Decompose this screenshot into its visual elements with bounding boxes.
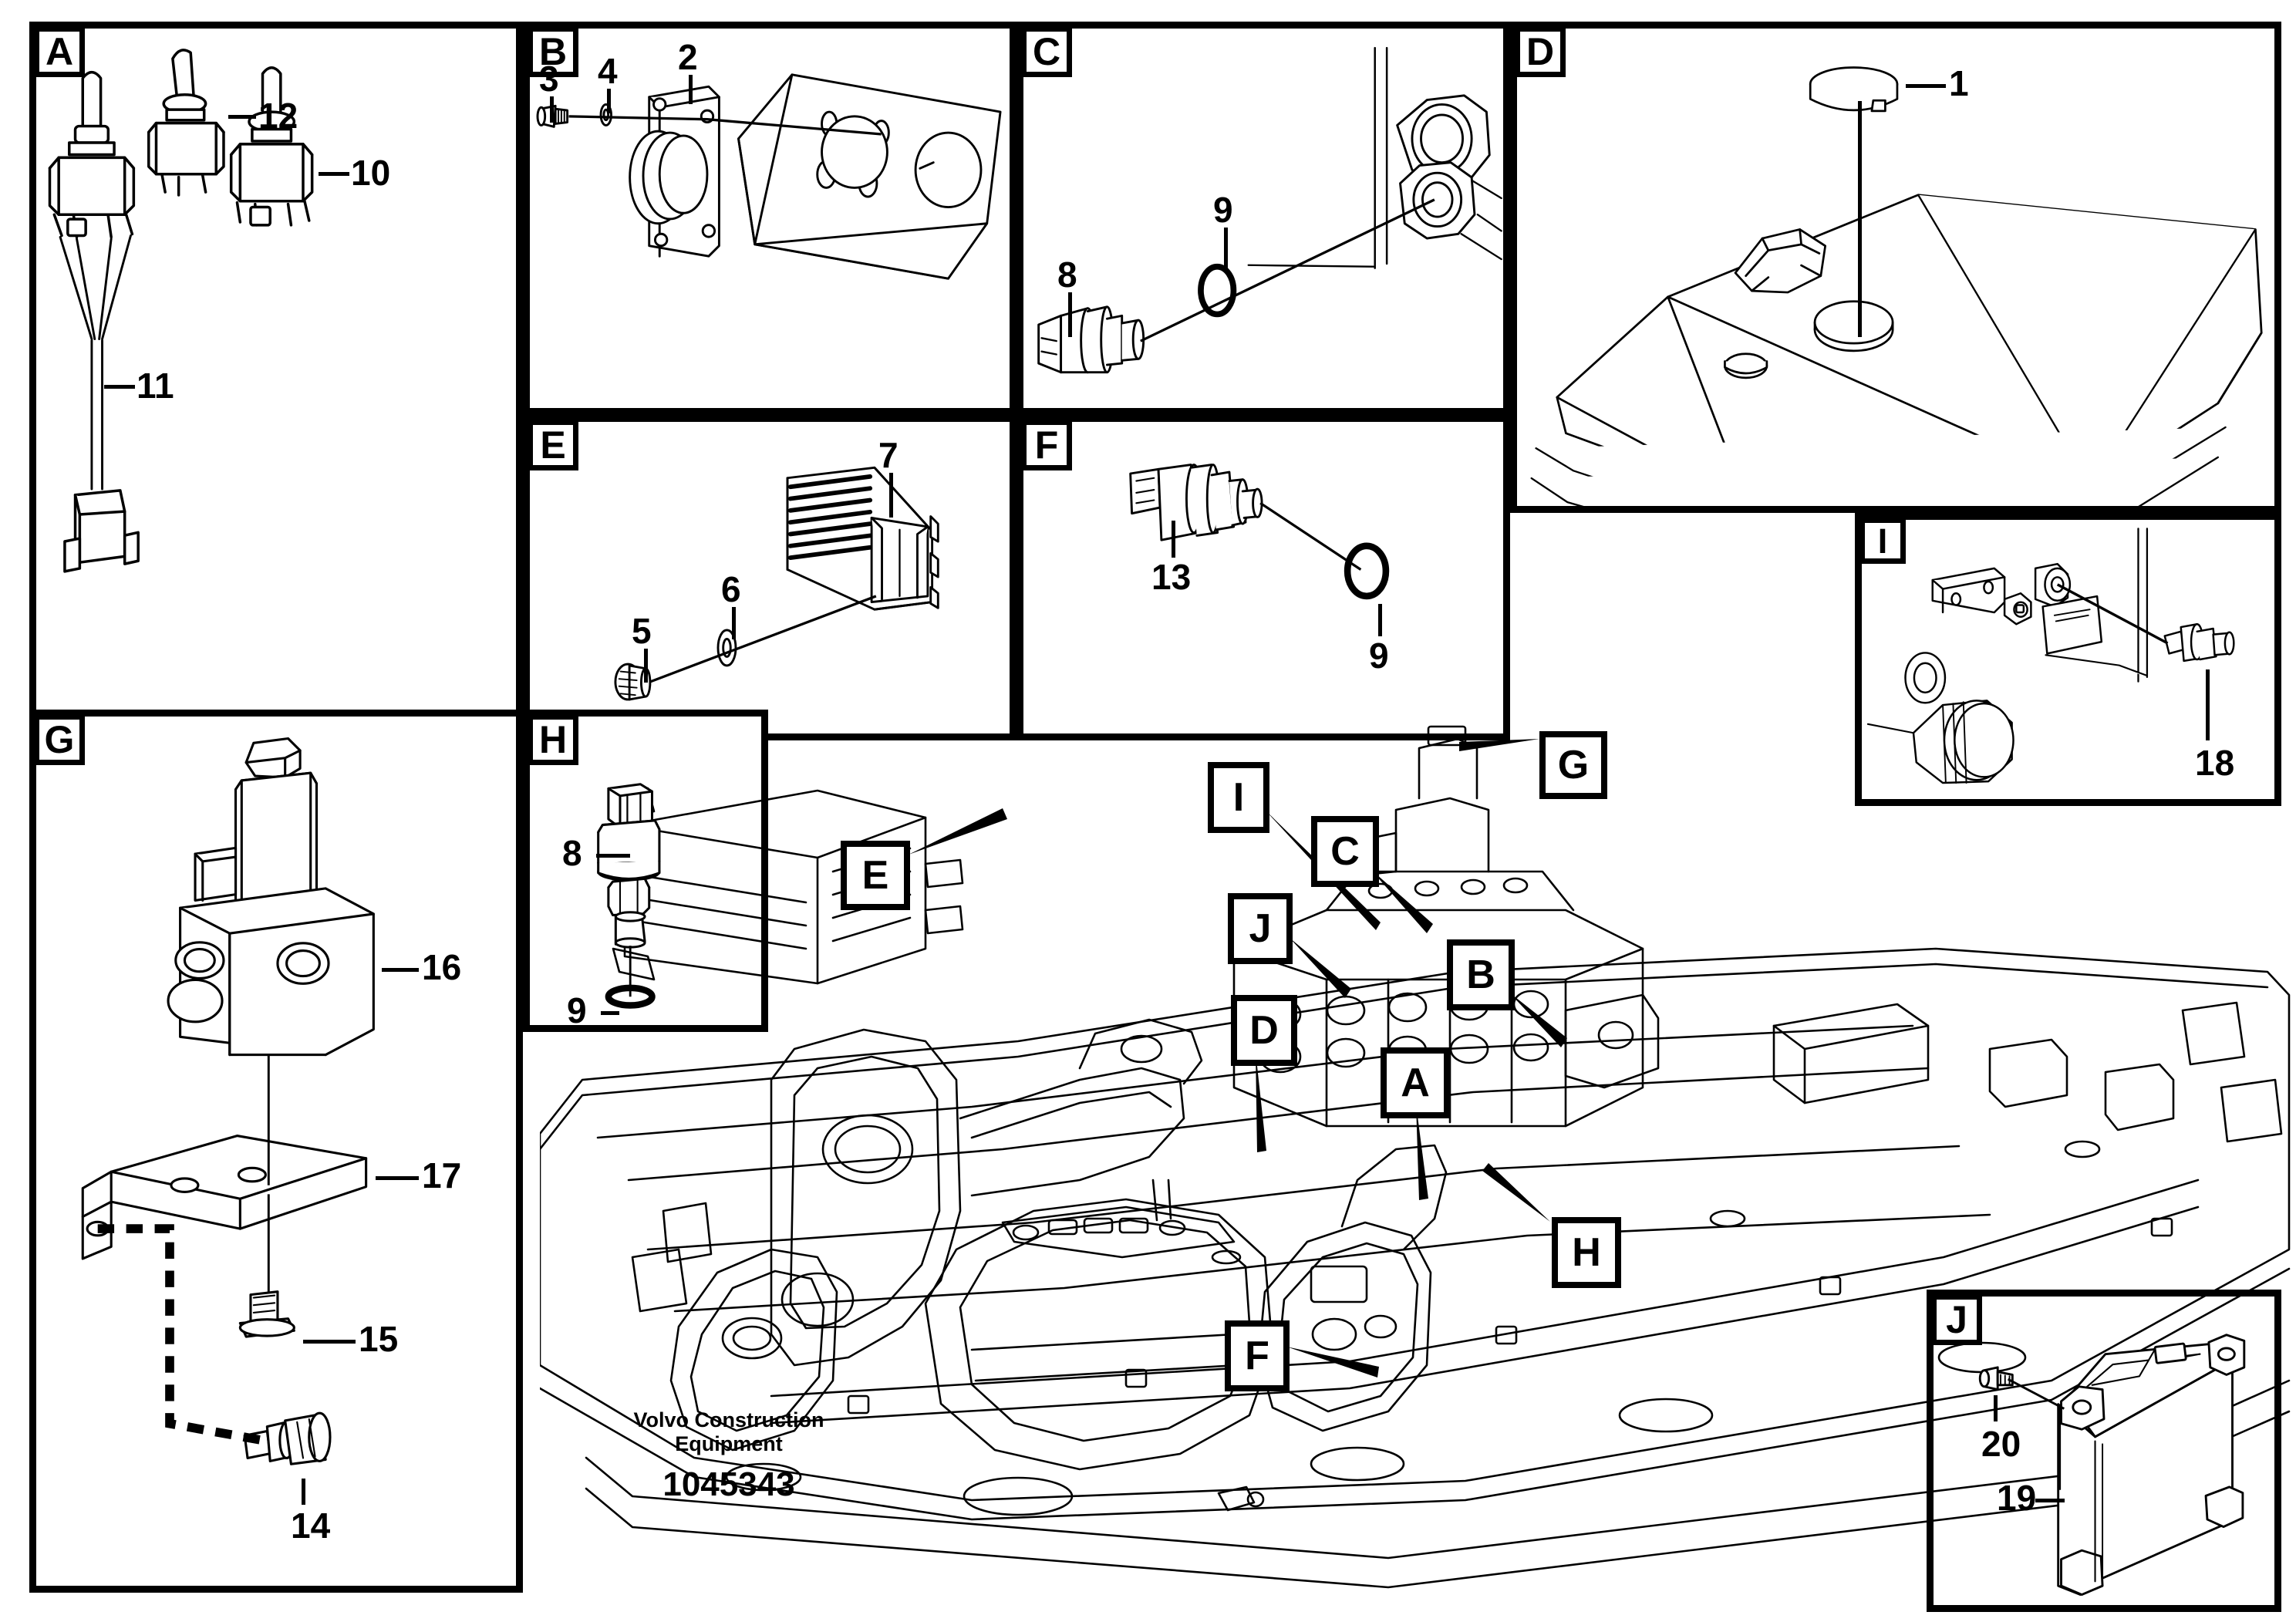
panel-E: E <box>523 415 1017 740</box>
panel-I: I <box>1855 513 2281 806</box>
leader-9-F <box>1378 604 1382 636</box>
panel-E-label: E <box>528 420 578 470</box>
leader-18 <box>2206 669 2210 740</box>
panel-G-label: G <box>34 714 85 765</box>
leader-8 <box>1068 292 1072 337</box>
leader-5 <box>644 649 648 683</box>
callout-8-H: 8 <box>562 833 582 873</box>
leader-13 <box>1172 521 1175 558</box>
brand-line-1: Volvo Construction <box>633 1408 824 1431</box>
ref-callout-F[interactable]: F <box>1225 1320 1290 1391</box>
callout-8: 8 <box>1057 255 1077 295</box>
leader-6 <box>732 607 736 639</box>
leader-16 <box>382 968 419 972</box>
leader-1-v <box>1858 101 1862 337</box>
panel-B-label: B <box>528 26 578 77</box>
leader-15 <box>303 1340 356 1344</box>
leader-14 <box>302 1479 305 1505</box>
leader-9 <box>1224 228 1228 272</box>
panel-D: D <box>1510 22 2281 513</box>
leader-10 <box>319 172 349 176</box>
panel-D-label: D <box>1515 26 1566 77</box>
callout-18: 18 <box>2195 743 2235 783</box>
callout-19: 19 <box>1997 1478 2037 1518</box>
panel-A: A <box>29 22 523 740</box>
callout-12: 12 <box>258 96 298 136</box>
panel-A-label: A <box>34 26 85 77</box>
leader-12 <box>228 115 256 119</box>
ref-callout-J[interactable]: J <box>1228 893 1293 964</box>
callout-4: 4 <box>598 51 618 91</box>
leader-8-H <box>596 854 630 858</box>
panel-C: C <box>1017 22 1510 415</box>
leader-11 <box>104 385 135 389</box>
footer-block: Volvo Construction Equipment 1045343 <box>602 1408 856 1505</box>
callout-9-F: 9 <box>1369 636 1389 676</box>
callout-10: 10 <box>351 153 391 193</box>
ref-callout-H[interactable]: H <box>1552 1217 1621 1288</box>
callout-6: 6 <box>721 569 741 609</box>
leader-7 <box>889 473 893 518</box>
ref-callout-A[interactable]: A <box>1381 1047 1450 1118</box>
ref-callout-C[interactable]: C <box>1311 816 1379 887</box>
brand-line-2: Equipment <box>675 1432 783 1456</box>
callout-9-H: 9 <box>567 990 587 1030</box>
callout-14: 14 <box>291 1506 331 1546</box>
callout-2: 2 <box>678 37 698 77</box>
panel-I-label: I <box>1859 518 1906 564</box>
panel-F-label: F <box>1021 420 1072 470</box>
leader-3 <box>550 96 554 123</box>
panel-H: H <box>523 710 768 1032</box>
ref-callout-B[interactable]: B <box>1447 939 1515 1010</box>
panel-B: B <box>523 22 1017 415</box>
panel-J: J <box>1927 1290 2281 1612</box>
callout-13: 13 <box>1151 557 1192 597</box>
callout-1: 1 <box>1949 63 1969 103</box>
leader-4 <box>607 89 611 113</box>
leader-1-h <box>1906 84 1946 88</box>
ref-callout-I[interactable]: I <box>1208 762 1269 833</box>
leader-2 <box>689 75 693 104</box>
panel-C-label: C <box>1021 26 1072 77</box>
callout-3: 3 <box>539 59 559 99</box>
part-number: 1045343 <box>663 1465 795 1504</box>
callout-16: 16 <box>422 947 462 987</box>
callout-5: 5 <box>632 611 652 651</box>
callout-15: 15 <box>359 1319 399 1359</box>
leader-20 <box>1994 1395 1998 1421</box>
leader-17 <box>376 1176 419 1180</box>
panel-J-label: J <box>1931 1294 1982 1345</box>
panel-H-label: H <box>528 714 578 765</box>
callout-9: 9 <box>1213 190 1233 230</box>
callout-17: 17 <box>422 1155 462 1195</box>
panel-F: F 13 9 <box>1017 415 1510 740</box>
ref-callout-D[interactable]: D <box>1231 995 1297 1066</box>
leader-9-H <box>601 1011 619 1015</box>
callout-11: 11 <box>137 366 174 406</box>
ref-callout-G[interactable]: G <box>1539 731 1607 799</box>
leader-19 <box>2035 1499 2065 1502</box>
ref-callout-E[interactable]: E <box>841 841 910 910</box>
panel-G: G <box>29 710 523 1593</box>
callout-20: 20 <box>1981 1424 2021 1464</box>
callout-7: 7 <box>878 435 899 475</box>
